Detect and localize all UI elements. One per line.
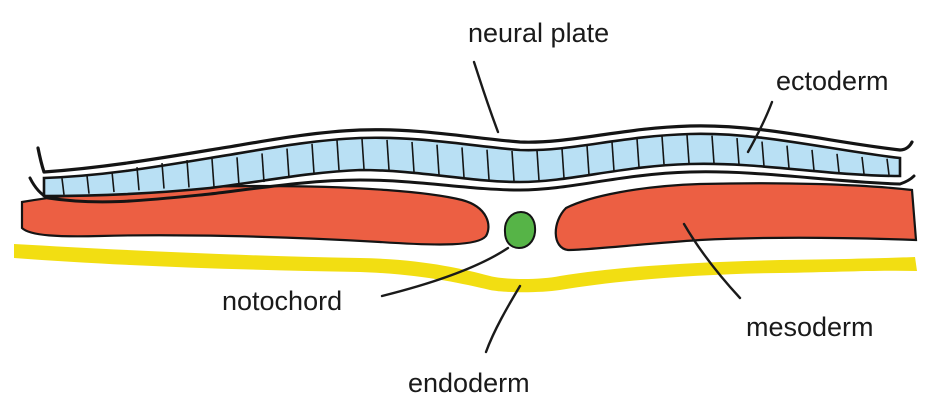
notochord-shape xyxy=(505,212,535,248)
neural-plate-label: neural plate xyxy=(468,18,609,48)
neural-plate-leader-line xyxy=(474,62,498,132)
notochord-label: notochord xyxy=(222,286,342,316)
mesoderm-label: mesoderm xyxy=(746,312,874,342)
ectoderm-label: ectoderm xyxy=(776,66,889,96)
mesoderm-right xyxy=(556,183,916,250)
endoderm-leader-line xyxy=(486,286,520,352)
endoderm-layer xyxy=(14,244,917,292)
endoderm-label: endoderm xyxy=(408,368,530,398)
